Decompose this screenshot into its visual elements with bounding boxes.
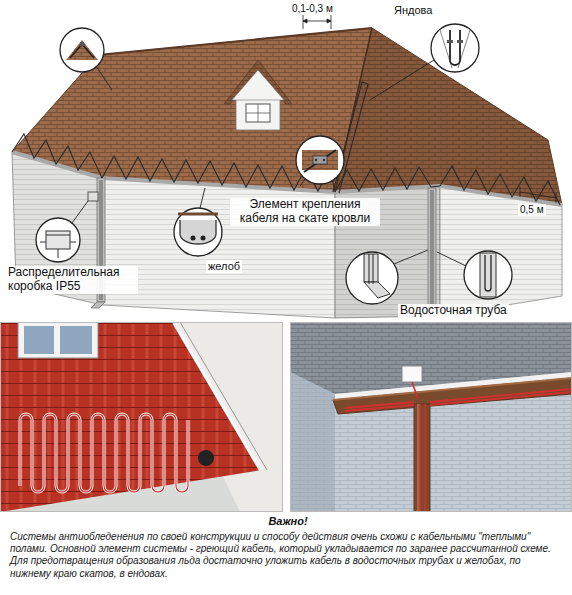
gutter-photo xyxy=(290,372,335,512)
leader-line xyxy=(96,66,112,90)
detail-circle xyxy=(480,253,496,297)
detail-circle xyxy=(80,42,84,46)
gutter-photo xyxy=(333,378,572,400)
gutter-photo xyxy=(414,404,430,512)
note-text: Системы антиобледенения по своей констру… xyxy=(10,531,562,580)
heating-cable xyxy=(335,167,440,192)
roof-photo xyxy=(198,450,214,466)
detail-circle xyxy=(313,156,327,164)
detail-circle xyxy=(40,235,76,258)
detail-circle xyxy=(346,252,398,304)
detail-circle xyxy=(191,236,196,241)
roof-photo xyxy=(18,322,98,358)
dormer xyxy=(246,104,270,122)
dimension-label: 0,1-0,3 м xyxy=(290,3,335,15)
detail-circle xyxy=(36,218,80,262)
downspout xyxy=(88,178,436,314)
dormer xyxy=(224,60,292,104)
detail-circle xyxy=(66,40,98,60)
heating-cable xyxy=(440,166,560,205)
detail-circle xyxy=(369,254,373,284)
roof xyxy=(12,28,372,192)
leader-line xyxy=(370,60,434,100)
downspout xyxy=(428,188,436,308)
detail-circle xyxy=(36,24,512,304)
dormer xyxy=(232,70,284,100)
leader-line xyxy=(72,201,88,223)
leader-line xyxy=(394,250,428,264)
callout-label: Яндова xyxy=(392,4,434,17)
detail-circle xyxy=(315,159,318,162)
roof-photo xyxy=(1,323,283,512)
callout-label: Водосточная труба xyxy=(398,304,509,318)
detail-circle xyxy=(296,136,344,184)
gutter-photo xyxy=(420,404,425,512)
detail-circle xyxy=(323,159,326,162)
detail-circle xyxy=(178,213,218,216)
roof-photo xyxy=(180,322,267,470)
roof-photo xyxy=(0,322,283,512)
house-walls xyxy=(440,186,562,316)
leader-line xyxy=(200,188,205,208)
roof xyxy=(98,28,372,55)
gutter-photo xyxy=(412,382,418,399)
detail-circle xyxy=(364,254,378,282)
roof xyxy=(12,28,562,205)
detail-circle xyxy=(70,44,94,58)
dimension-line xyxy=(303,15,556,203)
downspout xyxy=(91,302,105,308)
roof-photo xyxy=(60,326,92,354)
downspout xyxy=(431,190,433,306)
detail-circle xyxy=(464,251,512,299)
callout-label: Распределительная коробка IP55 xyxy=(6,266,138,294)
detail-circle xyxy=(447,40,453,43)
detail-circle xyxy=(485,255,491,291)
callout-label: Элемент крепления кабеля на скате кровли xyxy=(230,198,380,226)
roof-photo xyxy=(0,322,262,512)
note-heading: Важно! xyxy=(2,515,572,528)
leader-line xyxy=(72,60,466,266)
roof-photo xyxy=(20,414,188,492)
detail-circle xyxy=(457,40,463,43)
dormer xyxy=(246,104,270,122)
gutter-photo xyxy=(291,323,572,512)
dimension-line xyxy=(303,15,331,29)
roof-photo xyxy=(178,330,258,466)
roof-photo xyxy=(20,414,188,492)
detail-circle xyxy=(450,30,460,65)
callout-label: желоб xyxy=(206,260,242,273)
gutter-photo xyxy=(333,378,572,414)
detail-circle xyxy=(60,28,104,72)
detail-circle xyxy=(364,282,390,298)
gutter-photo xyxy=(290,322,572,512)
dimension-line xyxy=(303,19,331,23)
gutter-photo xyxy=(402,366,422,382)
heating-cable xyxy=(12,134,102,178)
dimension-label: 0,5 м xyxy=(518,204,546,216)
detail-circle xyxy=(304,150,336,172)
downspout xyxy=(88,192,98,201)
roof-photo xyxy=(24,326,54,354)
detail-circle xyxy=(431,24,479,72)
gutter-photo xyxy=(290,322,572,512)
detail-circle xyxy=(46,231,70,249)
dormer xyxy=(236,98,280,130)
detail-circle xyxy=(174,208,222,256)
gutter-photo xyxy=(345,389,572,411)
detail-circle xyxy=(201,236,206,241)
dimension-line xyxy=(520,187,556,203)
roof-photo xyxy=(0,322,283,512)
leader-line xyxy=(437,252,466,266)
heating-cable xyxy=(12,82,560,205)
detail-circle xyxy=(180,220,216,244)
dormer xyxy=(224,60,292,130)
detail-circle xyxy=(440,30,470,68)
